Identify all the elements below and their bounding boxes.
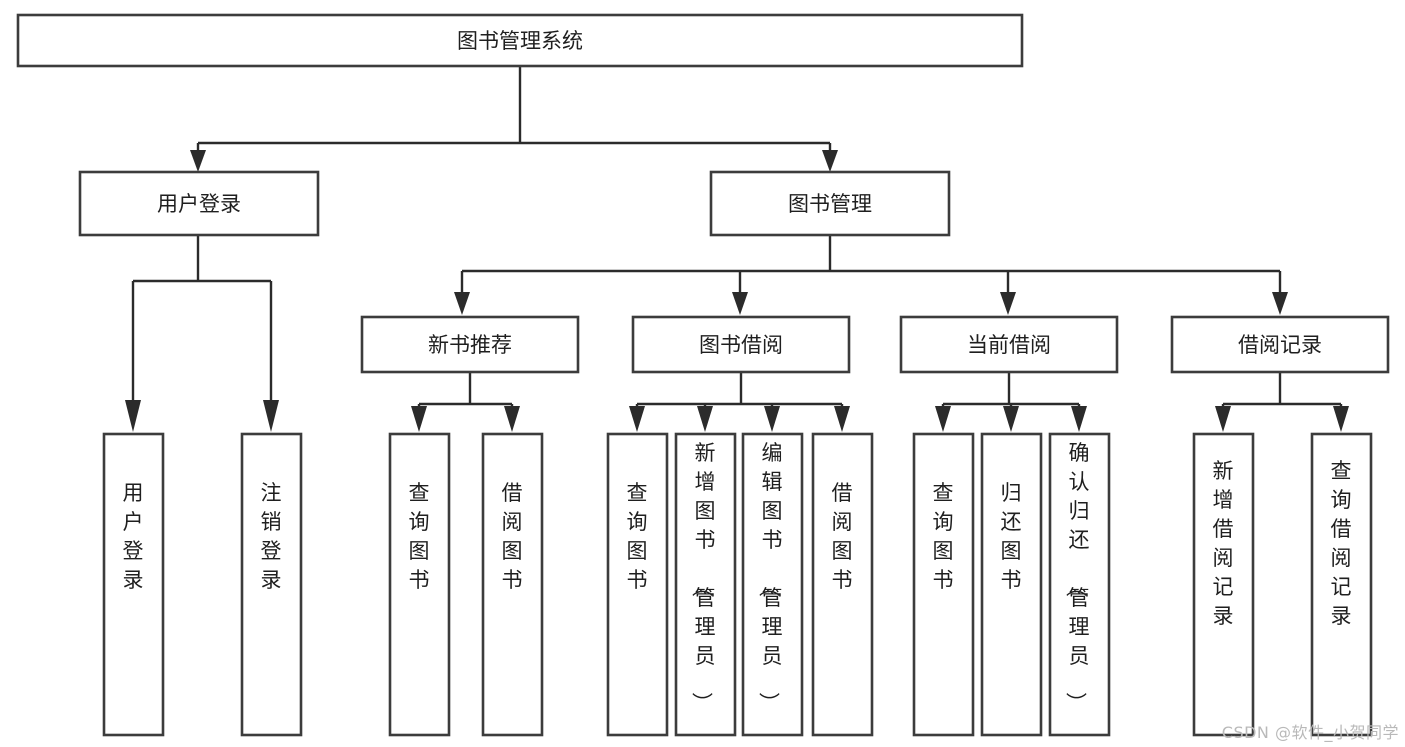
node-leaf-user-login[interactable]: 用户登录 [102,432,165,737]
leaf-layer: 用户登录 注销登录 查询图书 借阅图书 查询图书 新增图书（管理员） [102,432,1373,737]
arrowhead-leaf-borrow-book-2 [834,406,850,432]
node-leaf-query-record[interactable]: 查询借阅记录 [1310,432,1373,737]
arrowhead-leaf-confirm-return [1071,406,1087,432]
node-leaf-query-book-1-label: 查询图书 [409,481,430,592]
node-book-manage-box[interactable] [709,170,951,237]
arrowhead-leaf-return-book [1003,406,1019,432]
arrowhead-current-borrow [1000,292,1016,315]
arrowhead-leaf-query-book-3 [935,406,951,432]
node-leaf-confirm-return-box[interactable] [1048,432,1111,737]
node-leaf-add-record-box[interactable] [1192,432,1255,737]
node-leaf-user-login-label: 用户登录 [123,481,144,592]
node-book-borrow-box[interactable] [631,315,851,374]
node-leaf-borrow-book-2-label: 借阅图书 [832,481,853,592]
node-leaf-query-record-label: 查询借阅记录 [1331,459,1352,628]
node-leaf-query-book-1-box[interactable] [388,432,451,737]
node-leaf-borrow-book-1-label: 借阅图书 [502,481,523,592]
arrowhead-leaf-query-book-1 [411,406,427,432]
node-leaf-query-record-box[interactable] [1310,432,1373,737]
arrowhead-leaf-user-login [125,400,141,432]
node-book-manage-label: 图书管理 [788,192,872,216]
node-leaf-borrow-book-1-box[interactable] [481,432,544,737]
node-leaf-confirm-return-label: 确认归还（管理员） [1064,441,1090,713]
node-leaf-add-book[interactable]: 新增图书（管理员） [674,432,737,737]
arrowhead-book-manage [822,150,838,172]
node-leaf-edit-book-box[interactable] [741,432,804,737]
node-leaf-query-book-3-box[interactable] [912,432,975,737]
node-leaf-edit-book[interactable]: 编辑图书（管理员） [741,432,804,737]
node-leaf-query-book-1[interactable]: 查询图书 [388,432,451,737]
arrowhead-leaf-query-record [1333,406,1349,432]
node-leaf-query-book-2[interactable]: 查询图书 [606,432,669,737]
node-root-label: 图书管理系统 [457,29,583,53]
node-user-login[interactable]: 用户登录 [78,170,320,237]
node-leaf-add-book-box[interactable] [674,432,737,737]
node-leaf-user-login-box[interactable] [102,432,165,737]
node-leaf-query-book-2-label: 查询图书 [627,481,648,592]
node-leaf-query-book-3[interactable]: 查询图书 [912,432,975,737]
arrowhead-leaf-logout [263,400,279,432]
connector-layer [125,66,1349,432]
node-book-manage[interactable]: 图书管理 [709,170,951,237]
node-user-login-box[interactable] [78,170,320,237]
arrowhead-user-login [190,150,206,172]
node-leaf-logout[interactable]: 注销登录 [240,432,303,737]
node-leaf-logout-label: 注销登录 [261,481,282,592]
node-root-box[interactable] [16,13,1024,68]
node-new-book-recommend-label: 新书推荐 [428,333,512,357]
node-new-book-recommend[interactable]: 新书推荐 [360,315,580,374]
node-current-borrow[interactable]: 当前借阅 [899,315,1119,374]
node-leaf-edit-book-label: 编辑图书（管理员） [757,441,783,713]
node-current-borrow-label: 当前借阅 [967,333,1051,357]
arrowhead-new-book-recommend [454,292,470,315]
node-leaf-add-record[interactable]: 新增借阅记录 [1192,432,1255,737]
node-leaf-add-record-label: 新增借阅记录 [1213,459,1234,628]
node-borrow-record[interactable]: 借阅记录 [1170,315,1390,374]
arrowhead-leaf-query-book-2 [629,406,645,432]
arrowhead-leaf-edit-book [764,406,780,432]
node-leaf-borrow-book-1[interactable]: 借阅图书 [481,432,544,737]
node-user-login-label: 用户登录 [157,192,241,216]
node-leaf-query-book-2-box[interactable] [606,432,669,737]
arrowhead-book-borrow [732,292,748,315]
arrowhead-leaf-add-record [1215,406,1231,432]
node-leaf-confirm-return[interactable]: 确认归还（管理员） [1048,432,1111,737]
arrowhead-borrow-record [1272,292,1288,315]
node-leaf-borrow-book-2[interactable]: 借阅图书 [811,432,874,737]
node-leaf-query-book-3-label: 查询图书 [933,481,954,592]
arrowhead-leaf-add-book [697,406,713,432]
node-leaf-logout-box[interactable] [240,432,303,737]
node-leaf-borrow-book-2-box[interactable] [811,432,874,737]
node-leaf-return-book[interactable]: 归还图书 [980,432,1043,737]
node-book-borrow[interactable]: 图书借阅 [631,315,851,374]
node-leaf-return-book-box[interactable] [980,432,1043,737]
node-leaf-return-book-label: 归还图书 [1001,481,1022,592]
node-borrow-record-label: 借阅记录 [1238,333,1322,357]
arrowhead-leaf-borrow-book-1 [504,406,520,432]
node-borrow-record-box[interactable] [1170,315,1390,374]
node-book-borrow-label: 图书借阅 [699,333,783,357]
node-leaf-add-book-label: 新增图书（管理员） [690,441,716,713]
node-root[interactable]: 图书管理系统 [16,13,1024,68]
csdn-watermark: CSDN @软件_小贺同学 [1221,723,1399,742]
node-current-borrow-box[interactable] [899,315,1119,374]
node-new-book-recommend-box[interactable] [360,315,580,374]
